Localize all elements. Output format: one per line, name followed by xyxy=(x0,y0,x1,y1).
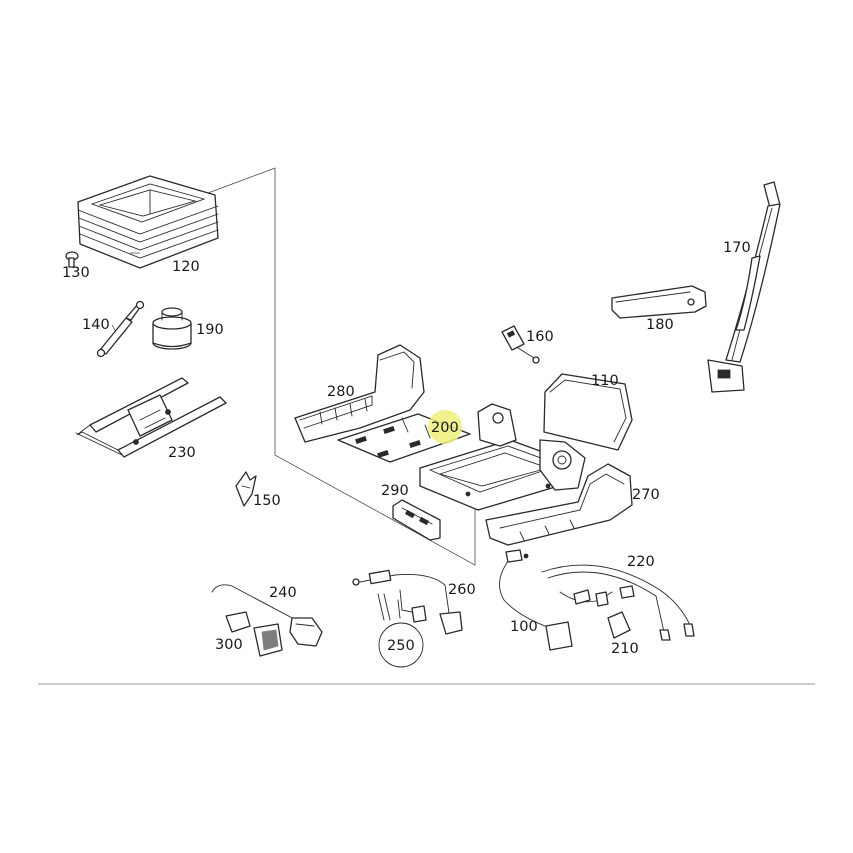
label-140[interactable]: 140 xyxy=(82,317,110,333)
part-220-harness[interactable] xyxy=(541,564,695,641)
part-250-wire-set[interactable] xyxy=(377,593,424,668)
label-230[interactable]: 230 xyxy=(168,445,196,461)
label-190[interactable]: 190 xyxy=(196,322,224,338)
label-170[interactable]: 170 xyxy=(723,240,751,256)
seat-base-frame[interactable] xyxy=(419,403,586,511)
label-160[interactable]: 160 xyxy=(526,329,554,345)
part-150-clip[interactable] xyxy=(235,471,257,507)
part-100-harness[interactable] xyxy=(499,549,573,651)
label-220[interactable]: 220 xyxy=(627,554,655,570)
highlight-200 xyxy=(428,410,462,444)
leader-lines xyxy=(111,252,140,333)
label-100[interactable]: 100 xyxy=(510,619,538,635)
label-180[interactable]: 180 xyxy=(646,317,674,333)
part-140-gas-spring[interactable] xyxy=(96,300,145,358)
part-230-seat-rails[interactable] xyxy=(75,377,227,458)
label-290[interactable]: 290 xyxy=(381,483,409,499)
part-290-trim-piece[interactable] xyxy=(392,499,441,541)
part-170-seat-belt[interactable] xyxy=(707,181,781,393)
part-labels: 100 110 120 130 140 150 160 170 180 190 … xyxy=(62,240,751,657)
label-120[interactable]: 120 xyxy=(172,259,200,275)
label-250[interactable]: 250 xyxy=(387,638,415,654)
label-210[interactable]: 210 xyxy=(611,641,639,657)
label-300[interactable]: 300 xyxy=(215,637,243,653)
part-280-side-trim[interactable] xyxy=(294,344,425,443)
part-130-screw[interactable] xyxy=(65,251,79,268)
label-150[interactable]: 150 xyxy=(253,493,281,509)
part-300-connector[interactable] xyxy=(225,611,283,657)
label-260[interactable]: 260 xyxy=(448,582,476,598)
label-110[interactable]: 110 xyxy=(591,373,619,389)
part-210-connector[interactable] xyxy=(607,611,631,639)
part-240-cable[interactable] xyxy=(211,584,323,647)
part-160-buckle[interactable] xyxy=(501,325,540,364)
label-200[interactable]: 200 xyxy=(431,420,459,436)
part-110-backrest-panel[interactable] xyxy=(543,373,633,451)
part-120-seat-frame[interactable] xyxy=(77,175,219,269)
part-260-wiring-harness[interactable] xyxy=(352,569,463,635)
label-270[interactable]: 270 xyxy=(632,487,660,503)
part-180-handle[interactable] xyxy=(611,285,707,319)
label-130[interactable]: 130 xyxy=(62,265,90,281)
part-270-side-cover[interactable] xyxy=(485,463,633,546)
assembly-frame-lines xyxy=(199,167,476,566)
part-190-damper[interactable] xyxy=(152,307,192,350)
label-240[interactable]: 240 xyxy=(269,585,297,601)
label-280[interactable]: 280 xyxy=(327,384,355,400)
